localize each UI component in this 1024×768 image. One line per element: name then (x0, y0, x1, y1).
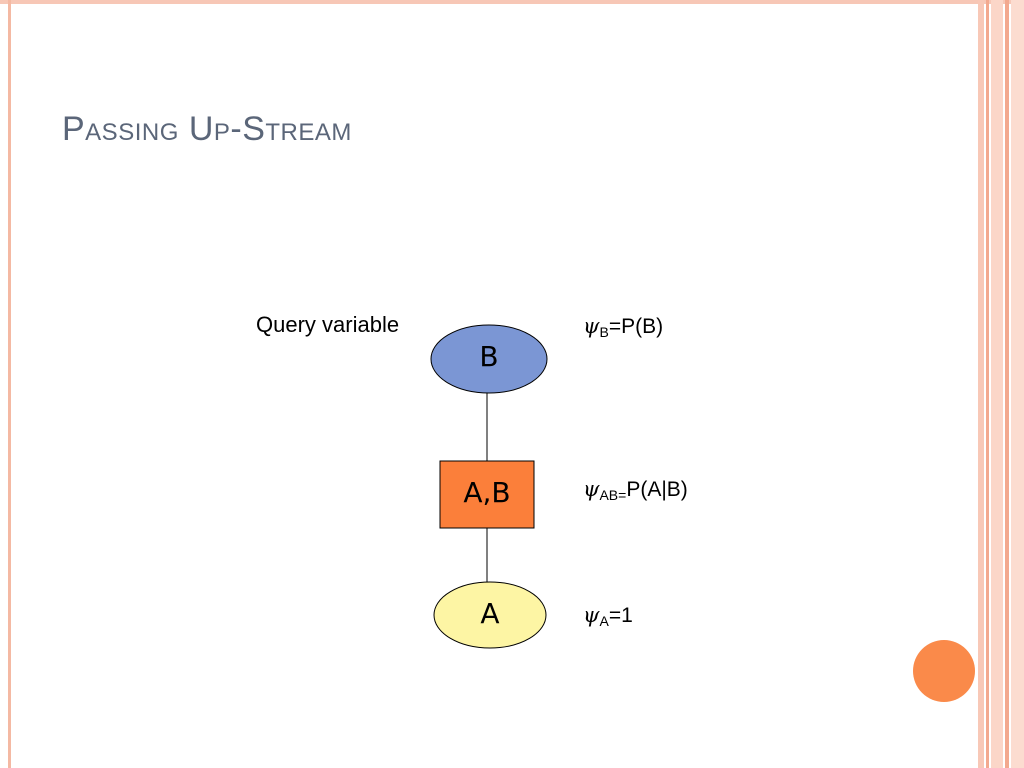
psi-symbol: ψ (583, 314, 600, 338)
potential-ab: ψAB=P(A|B) (583, 477, 688, 503)
slide-title: Passing Up-Stream (62, 110, 352, 148)
potential-subscript: A (599, 613, 609, 629)
frame-left-border (8, 0, 11, 768)
query-variable-label: Query variable (256, 312, 400, 337)
potential-b: ψB=P(B) (583, 314, 663, 340)
node-b-label: B (479, 340, 499, 373)
potential-subscript: B (599, 324, 609, 340)
decorative-stripe (1011, 0, 1024, 768)
potential-value: =P(B) (608, 315, 664, 338)
decorative-stripe (1005, 0, 1009, 768)
node-b (430, 324, 548, 394)
node-a-label: A (480, 597, 500, 630)
potential-value: =1 (608, 604, 633, 627)
frame-top-border (0, 0, 1024, 4)
potential-subscript: AB= (599, 487, 627, 503)
accent-circle (913, 640, 975, 702)
decorative-stripe (978, 0, 984, 768)
decorative-stripe (986, 0, 989, 768)
potential-value: P(A|B) (626, 478, 688, 501)
node-a (433, 581, 547, 649)
node-ab (439, 460, 535, 529)
psi-symbol: ψ (583, 603, 600, 627)
node-ab-label: A,B (463, 476, 511, 509)
psi-symbol: ψ (583, 477, 600, 501)
decorative-stripe (991, 0, 1003, 768)
potential-a: ψA=1 (583, 603, 633, 629)
